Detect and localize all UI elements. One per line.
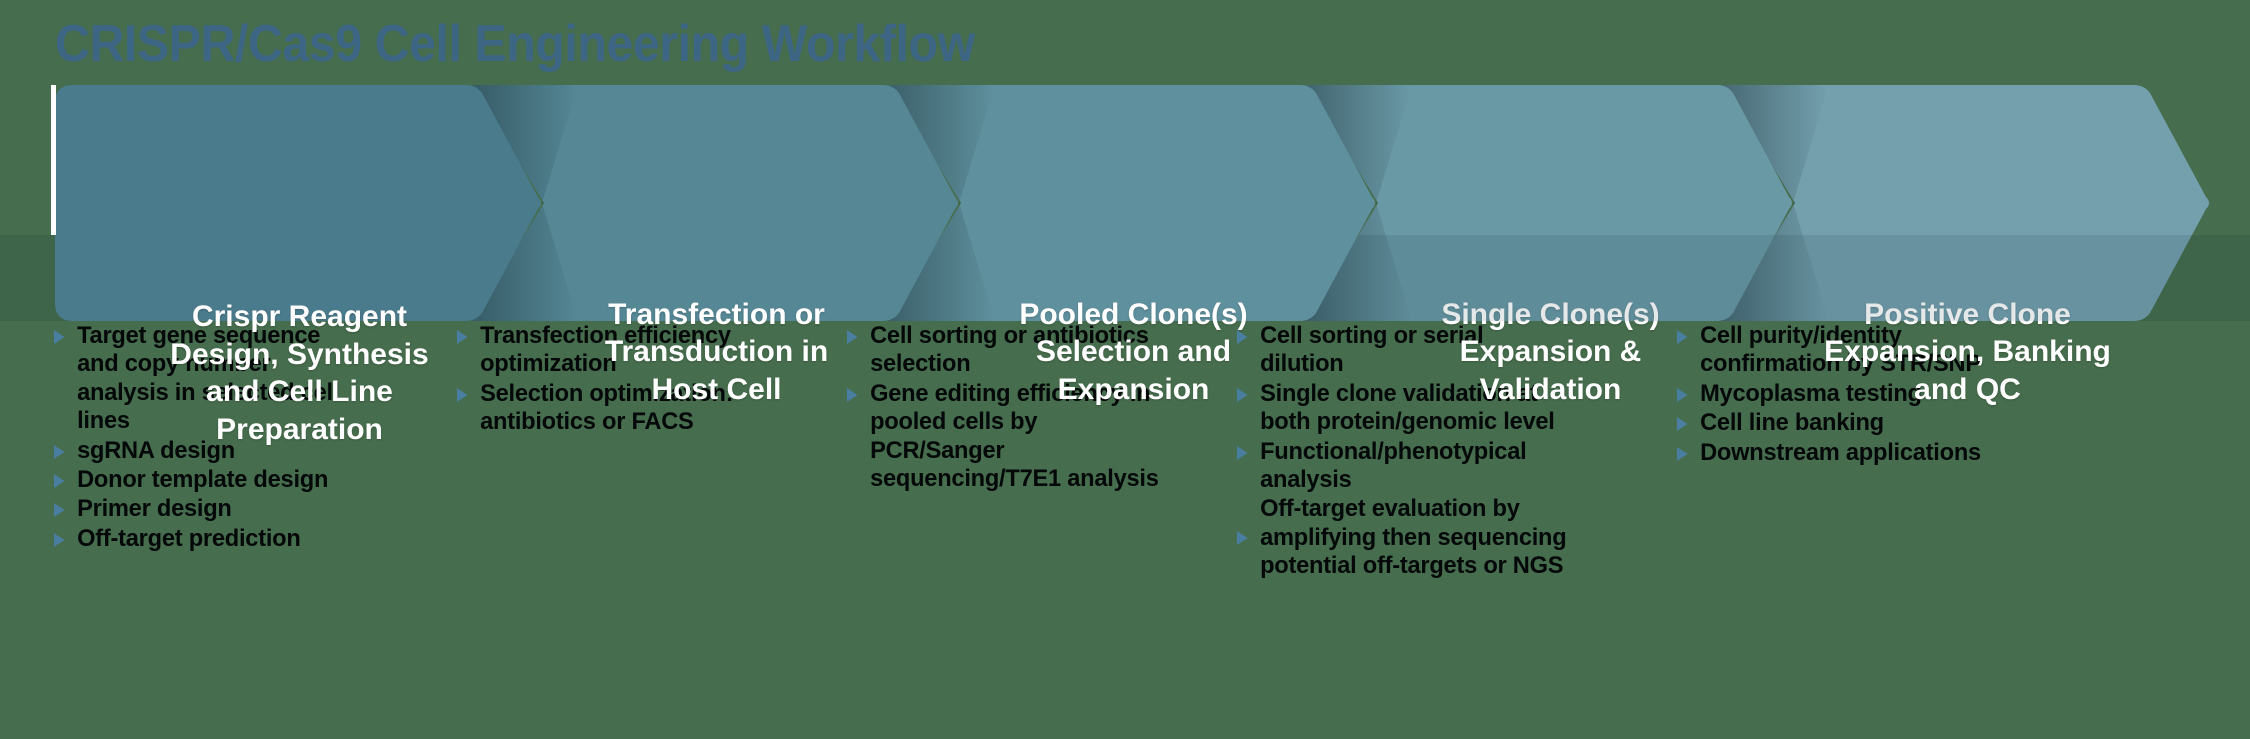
stage-chevron-shape bbox=[55, 85, 544, 321]
bullet-triangle-icon bbox=[1676, 446, 1688, 461]
stage-label: Single Clone(s) Expansion & Validation bbox=[1441, 297, 1660, 407]
bullet-text: Cell sorting or serial dilution bbox=[1260, 322, 1484, 378]
stage-label: Positive Clone Expansion, Banking and QC bbox=[1824, 297, 2111, 407]
chevron-flow: Crispr Reagent Design, Synthesis and Cel… bbox=[0, 85, 2250, 446]
list-item: Cell line banking bbox=[1675, 409, 1993, 437]
bullet-text: Target gene sequence and copy number ana… bbox=[77, 322, 340, 435]
bullet-text: Mycoplasma testing bbox=[1700, 379, 1922, 407]
bullet-triangle-icon bbox=[456, 387, 468, 402]
list-item: Downstream applications bbox=[1675, 439, 1993, 467]
bullet-text: Primer design bbox=[77, 495, 232, 523]
list-item: Cell sorting or antibiotics selection bbox=[845, 322, 1163, 379]
bullet-text: Donor template design bbox=[77, 466, 329, 494]
bullet-list: Target gene sequence and copy number ana… bbox=[52, 322, 372, 553]
workflow-stage-3[interactable]: Pooled Clone(s) Selection and Expansion bbox=[889, 85, 1378, 406]
bullet-text: Single clone validation at both protein/… bbox=[1260, 379, 1555, 436]
bullet-triangle-icon bbox=[1236, 387, 1248, 402]
left-edge-highlight bbox=[51, 85, 56, 235]
stage-chevron-shadow bbox=[1306, 85, 1795, 321]
bullet-triangle-icon bbox=[1236, 330, 1248, 344]
bullet-triangle-icon bbox=[1236, 531, 1248, 546]
stage-chevron-shape bbox=[1723, 85, 2212, 321]
list-item: Off-target prediction bbox=[52, 525, 361, 553]
list-item: Mycoplasma testing bbox=[1675, 380, 1993, 408]
workflow-stage-1[interactable]: Crispr Reagent Design, Synthesis and Cel… bbox=[55, 85, 544, 446]
list-item: Primer design bbox=[52, 495, 361, 523]
bullet-triangle-icon bbox=[1676, 387, 1688, 402]
bullet-text: Functional/phenotypical analysis bbox=[1260, 437, 1527, 494]
stage-chevron-shape bbox=[889, 85, 1378, 321]
list-item: Functional/phenotypical analysis bbox=[1235, 438, 1568, 495]
bullet-triangle-icon bbox=[53, 503, 65, 518]
list-item: Single clone validation at both protein/… bbox=[1235, 380, 1568, 437]
stage-label: Crispr Reagent Design, Synthesis and Cel… bbox=[170, 299, 429, 447]
stage-chevron-shadow bbox=[1723, 85, 2212, 321]
bullet-text: Downstream applications bbox=[1700, 438, 1981, 466]
workflow-stage-5[interactable]: Positive Clone Expansion, Banking and QC bbox=[1723, 85, 2212, 406]
stage-chevron-shape bbox=[1306, 85, 1795, 321]
bullet-text: sgRNA design bbox=[77, 436, 235, 464]
list-item: Donor template design bbox=[52, 466, 361, 494]
bullet-triangle-icon bbox=[846, 330, 858, 344]
bullet-triangle-icon bbox=[53, 444, 65, 459]
bullet-triangle-icon bbox=[53, 330, 65, 344]
bullet-triangle-icon bbox=[53, 532, 65, 547]
list-item: Off-target evaluation by amplifying then… bbox=[1235, 495, 1568, 580]
list-item: sgRNA design bbox=[52, 437, 361, 465]
list-item: Selection optimization: antibiotics or F… bbox=[455, 380, 745, 437]
stage-label: Pooled Clone(s) Selection and Expansion bbox=[1019, 297, 1248, 407]
bullet-column-5: Cell purity/identity confirmation by STR… bbox=[1675, 322, 2005, 468]
list-item: Gene editing efficiency in pooled cells … bbox=[845, 380, 1163, 494]
workflow-stage-2[interactable]: Transfection or Transduction in Host Cel… bbox=[472, 85, 961, 406]
bullet-text: Selection optimization: antibiotics or F… bbox=[480, 379, 734, 436]
bullet-triangle-icon bbox=[1676, 330, 1688, 344]
bullet-text: Off-target prediction bbox=[77, 524, 301, 552]
bullet-text: Cell sorting or antibiotics selection bbox=[870, 322, 1149, 378]
bullet-triangle-icon bbox=[1676, 417, 1688, 432]
list-item: Cell sorting or serial dilution bbox=[1235, 322, 1568, 379]
bullet-columns: Target gene sequence and copy number ana… bbox=[0, 322, 2250, 722]
bullet-text: Off-target evaluation by amplifying then… bbox=[1260, 495, 1567, 580]
stage-chevron-shadow bbox=[472, 85, 961, 321]
page-title: CRISPR/Cas9 Cell Engineering Workflow bbox=[55, 15, 975, 73]
bullet-text: Cell line banking bbox=[1700, 409, 1884, 437]
bullet-text: Transfection efficiency optimization bbox=[480, 322, 731, 378]
bullet-triangle-icon bbox=[846, 387, 858, 402]
bullet-column-1: Target gene sequence and copy number ana… bbox=[52, 322, 372, 554]
stage-label: Transfection or Transduction in Host Cel… bbox=[604, 297, 829, 407]
workflow-stage-4[interactable]: Single Clone(s) Expansion & Validation bbox=[1306, 85, 1795, 406]
bullet-list: Cell purity/identity confirmation by STR… bbox=[1675, 322, 2005, 467]
list-item: Cell purity/identity confirmation by STR… bbox=[1675, 322, 1993, 379]
bullet-text: Cell purity/identity confirmation by STR… bbox=[1700, 322, 1981, 378]
stage-chevron-shape bbox=[472, 85, 961, 321]
list-item: Target gene sequence and copy number ana… bbox=[52, 322, 361, 436]
bullet-text: Gene editing efficiency in pooled cells … bbox=[870, 379, 1159, 493]
stage-chevron-shadow bbox=[889, 85, 1378, 321]
bullet-triangle-icon bbox=[1236, 445, 1248, 460]
bullet-triangle-icon bbox=[456, 330, 468, 344]
list-item: Transfection efficiency optimization bbox=[455, 322, 745, 379]
bullet-triangle-icon bbox=[53, 474, 65, 489]
